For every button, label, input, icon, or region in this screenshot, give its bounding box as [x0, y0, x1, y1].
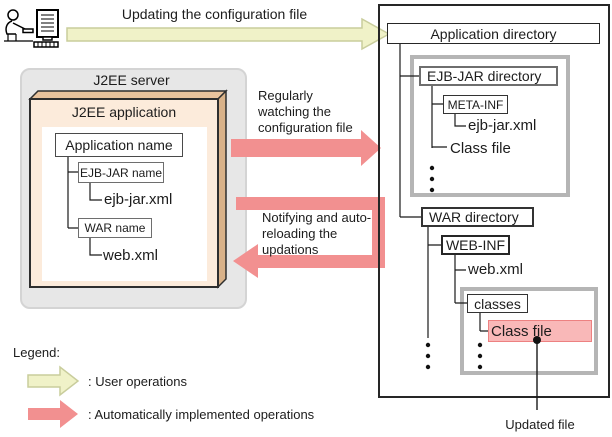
user-computer-icon: [4, 9, 59, 48]
war-directory-box: WAR directory: [421, 207, 534, 227]
classes-box: classes: [467, 294, 528, 313]
application-directory-box: Application directory: [387, 23, 600, 44]
application-name-box: Application name: [55, 133, 183, 157]
legend-auto-operations-label: : Automatically implemented operations: [88, 407, 315, 422]
notify-line-2: reloading the: [262, 226, 338, 241]
notify-line-3: updations: [262, 242, 319, 257]
legend-user-operations-label: : User operations: [88, 374, 187, 389]
watch-line-3: configuration file: [258, 120, 353, 135]
watch-line-1: Regularly: [258, 88, 313, 103]
updated-class-file-box: Class file: [488, 320, 592, 342]
ejb-jar-xml-file-label: ejb-jar.xml: [468, 117, 537, 134]
classes-container: [460, 287, 598, 375]
notify-line-1: Notifying and auto-: [262, 210, 372, 225]
watch-arrow-label: Regularly watching the configuration fil…: [258, 88, 353, 136]
ejb-jar-xml-label: ejb-jar.xml: [104, 191, 173, 208]
web-xml-file-label: web.xml: [468, 261, 524, 278]
legend-title: Legend:: [13, 345, 60, 360]
watch-line-2: watching the: [258, 104, 331, 119]
legend-user-arrow: [27, 365, 80, 397]
ejb-jar-name-box: EJB-JAR name: [78, 162, 164, 183]
j2ee-application-title: J2EE application: [71, 104, 177, 120]
updated-file-label: Updated file: [505, 417, 575, 432]
web-xml-label: web.xml: [103, 247, 159, 264]
class-file-label: Class file: [450, 140, 511, 157]
notify-arrow-label: Notifying and auto- reloading the updati…: [262, 210, 371, 258]
top-arrow-label: Updating the configuration file: [121, 6, 308, 22]
j2ee-server-title: J2EE server: [93, 72, 170, 88]
meta-inf-box: META-INF: [443, 95, 508, 114]
ejb-jar-directory-box: EJB-JAR directory: [419, 66, 558, 86]
web-inf-box: WEB-INF: [441, 235, 510, 255]
legend-auto-arrow: [28, 400, 78, 428]
war-name-box: WAR name: [78, 218, 152, 238]
user-operation-arrow: [66, 17, 391, 51]
